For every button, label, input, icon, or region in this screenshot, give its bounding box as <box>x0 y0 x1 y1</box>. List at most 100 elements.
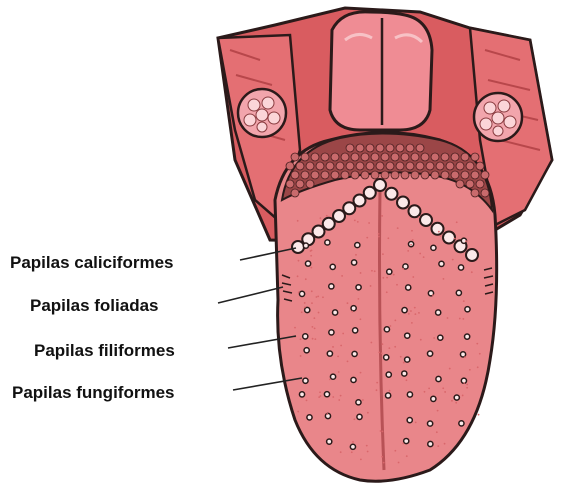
filiform-papilla <box>316 296 318 298</box>
fungiform-papilla <box>329 284 334 289</box>
tonsil-nodule <box>431 153 439 161</box>
fungiform-papilla <box>305 307 310 312</box>
tonsil-nodule <box>396 162 404 170</box>
fungiform-papilla <box>330 374 335 379</box>
tonsil-nodule <box>391 171 399 179</box>
tonsil-nodule <box>416 162 424 170</box>
filiform-papilla <box>410 244 412 246</box>
circumvallate-papilla <box>313 226 325 238</box>
filiform-papilla <box>359 318 361 320</box>
filiform-papilla <box>320 395 322 397</box>
filiform-papilla <box>394 346 396 348</box>
filiform-papilla <box>437 410 439 412</box>
fungiform-papilla <box>427 351 432 356</box>
filiform-papilla <box>326 413 328 415</box>
circumvallate-papilla <box>343 202 355 214</box>
filiform-papilla <box>360 372 362 374</box>
filiform-papilla <box>310 267 312 269</box>
circumvallate-papilla <box>420 214 432 226</box>
filiform-papilla <box>360 272 362 274</box>
circumvallate-papilla <box>374 179 386 191</box>
circumvallate-papilla <box>354 195 366 207</box>
filiform-papilla <box>357 298 359 300</box>
filiform-papilla <box>382 431 384 433</box>
fungiform-papilla <box>303 378 308 383</box>
fungiform-papilla <box>299 291 304 296</box>
fungiform-papilla <box>431 245 436 250</box>
filiform-papilla <box>357 221 359 223</box>
filiform-papilla <box>442 387 444 389</box>
filiform-papilla <box>300 355 302 357</box>
fungiform-papilla <box>436 376 441 381</box>
tonsil-nodule <box>471 153 479 161</box>
tonsil-nodule <box>286 180 294 188</box>
filiform-papilla <box>462 318 464 320</box>
filiform-papilla <box>394 319 396 321</box>
fungiform-papilla <box>356 285 361 290</box>
tonsil-nodule <box>446 162 454 170</box>
fungiform-papilla <box>307 415 312 420</box>
tonsil-nodule <box>476 162 484 170</box>
filiform-papilla <box>396 284 398 286</box>
filiform-papilla <box>420 339 422 341</box>
label-papilas-foliadas: Papilas foliadas <box>30 296 159 316</box>
filiform-papilla <box>414 307 416 309</box>
tonsil-nodule <box>331 153 339 161</box>
tonsil-nodule <box>406 144 414 152</box>
tonsil-nodule <box>426 162 434 170</box>
tonsil-nodule <box>441 153 449 161</box>
circumvallate-papilla <box>466 249 478 261</box>
tonsil-nodule <box>451 171 459 179</box>
tonsil-nodule <box>461 153 469 161</box>
leader-line-foliadas <box>218 287 283 303</box>
filiform-papilla <box>317 296 319 298</box>
tonsil-nodule <box>291 189 299 197</box>
filiform-papilla <box>397 227 399 229</box>
tonsil-nodule <box>431 171 439 179</box>
filiform-papilla <box>444 443 446 445</box>
tonsil-nodule <box>471 171 479 179</box>
filiform-papilla <box>378 351 380 353</box>
filiform-papilla <box>436 431 438 433</box>
tonsil-nodule <box>321 171 329 179</box>
tonsil-nodule <box>321 153 329 161</box>
filiform-papilla <box>476 343 478 345</box>
filiform-papilla <box>362 399 364 401</box>
filiform-papilla <box>376 382 378 384</box>
fungiform-papilla <box>305 261 310 266</box>
tonsil-nodule <box>381 171 389 179</box>
filiform-papilla <box>406 379 408 381</box>
fungiform-papilla <box>352 260 357 265</box>
filiform-papilla <box>406 455 408 457</box>
tonsil-nodule <box>411 171 419 179</box>
tonsil-nodule <box>351 171 359 179</box>
filiform-papilla <box>351 311 353 313</box>
tonsil-nodule <box>381 153 389 161</box>
tonsil-nodule <box>341 153 349 161</box>
label-papilas-filiformes: Papilas filiformes <box>34 341 175 361</box>
filiform-papilla <box>382 277 384 279</box>
filiform-papilla <box>465 240 467 242</box>
tonsil-nodule <box>466 162 474 170</box>
tonsil-nodule <box>366 144 374 152</box>
filiform-papilla <box>378 233 380 235</box>
filiform-papilla <box>366 237 368 239</box>
fungiform-papilla <box>352 351 357 356</box>
tonsil-nodule <box>386 162 394 170</box>
filiform-papilla <box>438 231 440 233</box>
tonsil-nodule <box>331 171 339 179</box>
filiform-papilla <box>411 322 413 324</box>
fungiform-papilla <box>324 392 329 397</box>
circumvallate-papilla <box>409 205 421 217</box>
fungiform-papilla <box>384 327 389 332</box>
filiform-papilla <box>464 356 466 358</box>
fungiform-papilla <box>386 372 391 377</box>
fungiform-papilla <box>436 310 441 315</box>
filiform-papilla <box>367 451 369 453</box>
filiform-papilla <box>407 250 409 252</box>
tonsil-nodule <box>461 171 469 179</box>
filiform-papilla <box>298 292 300 294</box>
filiform-papilla <box>383 462 385 464</box>
filiform-papilla <box>320 217 322 219</box>
